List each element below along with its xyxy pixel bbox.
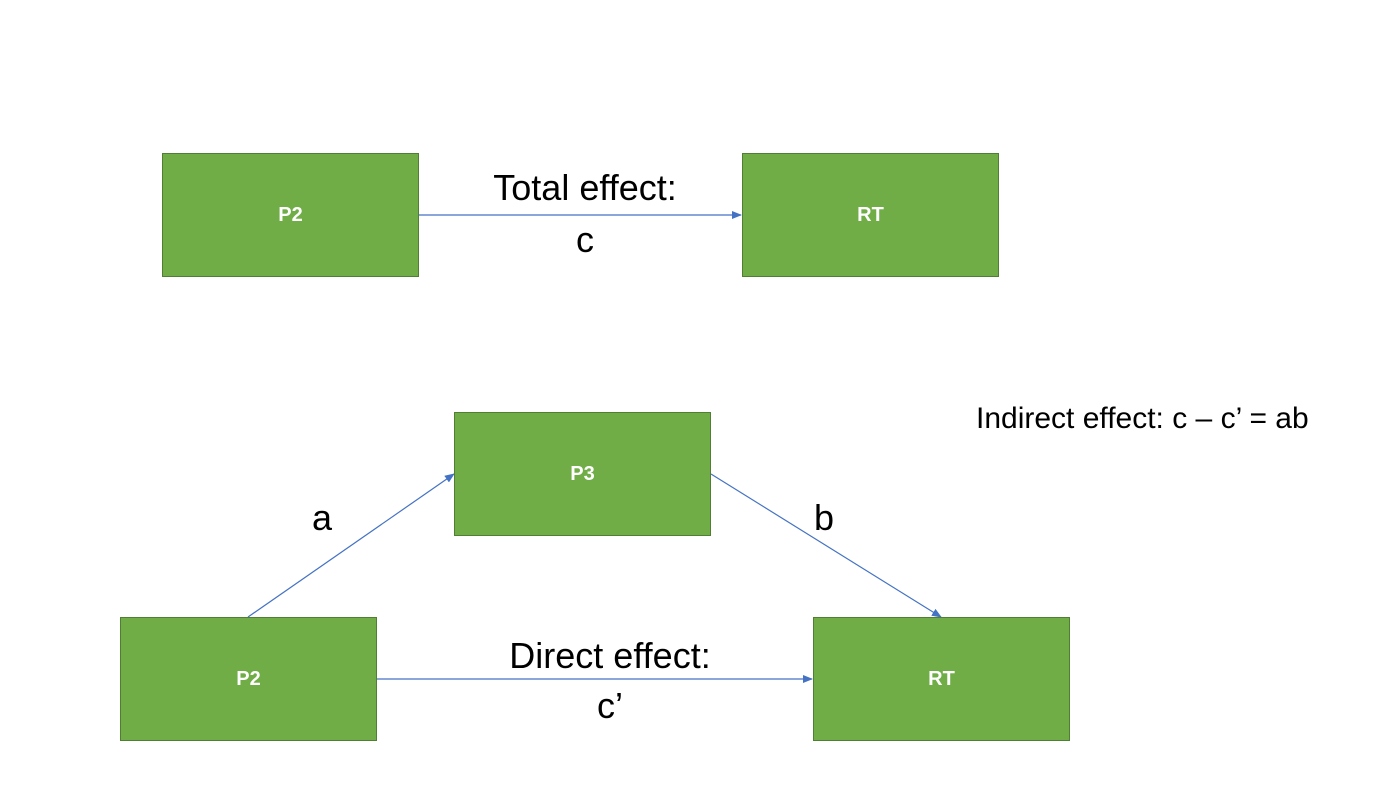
path-a-label: a — [311, 497, 333, 538]
node-p2-predictor-label: P2 — [236, 667, 261, 690]
total-effect-label: Total effect: — [493, 167, 677, 208]
total-effect-symbol: c — [576, 219, 594, 260]
indirect-effect-label: Indirect effect: c – c’ = ab — [976, 402, 1309, 435]
path-a-arrow — [247, 473, 455, 618]
path-b-label: b — [813, 497, 835, 538]
node-p3-mediator: P3 — [454, 412, 711, 536]
path-b-arrow — [710, 473, 942, 618]
node-p2-total-label: P2 — [278, 203, 303, 226]
direct-effect-label: Direct effect: — [509, 635, 711, 676]
node-rt-total: RT — [742, 153, 999, 277]
node-p2-predictor: P2 — [120, 617, 377, 741]
direct-effect-symbol: c’ — [597, 685, 623, 726]
node-rt-total-label: RT — [857, 203, 884, 226]
node-rt-outcome-label: RT — [928, 667, 955, 690]
node-p2-total: P2 — [162, 153, 419, 277]
node-rt-outcome: RT — [813, 617, 1070, 741]
node-p3-label: P3 — [570, 462, 595, 485]
